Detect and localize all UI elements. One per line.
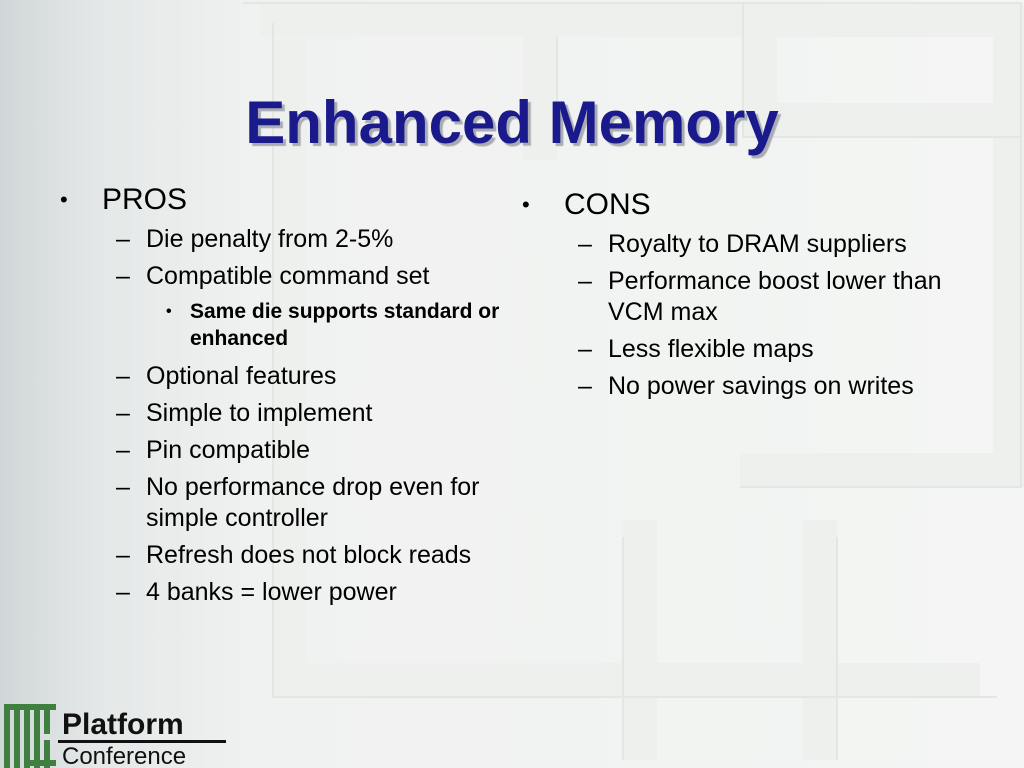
circuit-logo-icon [4, 704, 56, 768]
dash-icon: – [116, 362, 130, 390]
dash-icon: – [116, 541, 130, 569]
logo-line-2: Conference [62, 743, 186, 768]
dash-icon: – [116, 473, 130, 501]
cons-heading: CONS [564, 188, 651, 221]
bullet-icon: • [166, 303, 172, 320]
list-item-text: No performance drop even for simple cont… [146, 473, 480, 532]
list-item: – Refresh does not block reads [60, 540, 500, 571]
list-item-text: Performance boost lower than VCM max [608, 267, 942, 326]
slide-title: Enhanced Memory [245, 89, 779, 156]
dash-icon: – [116, 578, 130, 606]
list-item-text: Simple to implement [146, 399, 373, 427]
dash-icon: – [578, 335, 592, 363]
list-item-text: Royalty to DRAM suppliers [608, 230, 907, 258]
list-item: – 4 banks = lower power [60, 577, 500, 608]
list-item-text: Less flexible maps [608, 335, 814, 363]
bullet-icon: • [522, 192, 530, 217]
logo-divider [58, 740, 226, 743]
bullet-icon: • [60, 187, 68, 212]
sub-list-item-text: Same die supports standard or enhanced [190, 300, 500, 350]
list-item: – Performance boost lower than VCM max [522, 266, 982, 328]
dash-icon: – [116, 225, 130, 253]
logo-line-1: Platform [62, 708, 184, 741]
dash-icon: – [578, 230, 592, 258]
list-item-text: Refresh does not block reads [146, 541, 472, 569]
list-item-text: Compatible command set [146, 262, 430, 290]
pros-heading: PROS [102, 183, 188, 216]
list-item-text: Pin compatible [146, 436, 310, 464]
list-item-text: Die penalty from 2-5% [146, 225, 394, 253]
list-item: – No power savings on writes [522, 371, 982, 402]
list-item: – Less flexible maps [522, 334, 982, 365]
list-item: – Pin compatible [60, 435, 500, 466]
list-item-text: No power savings on writes [608, 372, 914, 400]
dash-icon: – [578, 372, 592, 400]
dash-icon: – [116, 436, 130, 464]
list-item-text: Optional features [146, 362, 337, 390]
list-item: – Die penalty from 2-5% [60, 224, 500, 255]
pros-heading-item: • PROS [60, 182, 500, 218]
dash-icon: – [116, 262, 130, 290]
dash-icon: – [116, 399, 130, 427]
list-item: – Optional features [60, 361, 500, 392]
dash-icon: – [578, 267, 592, 295]
sub-list-item: • Same die supports standard or enhanced [60, 298, 500, 352]
list-item: – Simple to implement [60, 398, 500, 429]
cons-column: • CONS – Royalty to DRAM suppliers – Per… [522, 187, 982, 408]
list-item: – No performance drop even for simple co… [60, 472, 500, 534]
cons-heading-item: • CONS [522, 187, 982, 223]
list-item: – Royalty to DRAM suppliers [522, 229, 982, 260]
platform-conference-logo: Platform Conference [4, 704, 226, 768]
list-item-text: 4 banks = lower power [146, 578, 397, 606]
list-item: – Compatible command set [60, 261, 500, 292]
pros-column: • PROS – Die penalty from 2-5% – Compati… [60, 182, 500, 614]
